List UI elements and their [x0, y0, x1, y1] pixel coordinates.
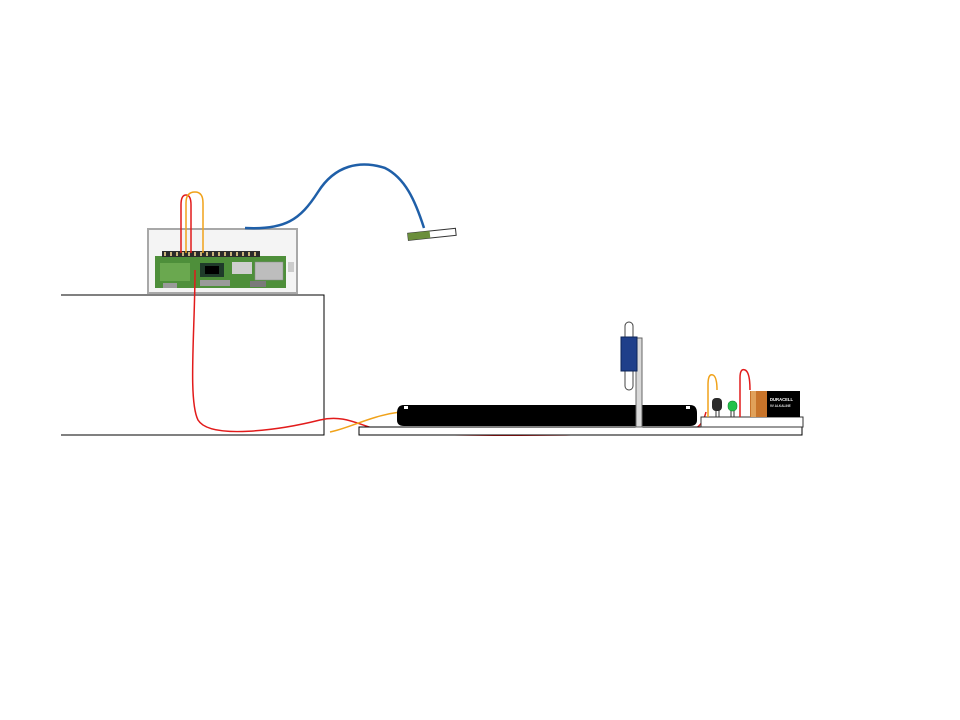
blue-cable [245, 165, 424, 229]
battery-brand-text: DURACELL [770, 397, 793, 402]
breadboard [701, 417, 803, 427]
black-tube [397, 405, 697, 426]
green-led [728, 401, 737, 417]
nine-volt-battery: DURACELL 9V ALKALINE [750, 391, 800, 417]
raspberry-pi-module [148, 229, 297, 293]
battery-small-text: 9V ALKALINE [770, 404, 791, 408]
red-wire-breadboard [740, 370, 750, 417]
sensor-strip [408, 228, 456, 240]
desk-block-left-cover [56, 294, 61, 436]
blue-clamp [621, 337, 637, 371]
base-plate [359, 427, 802, 435]
transistor [712, 398, 722, 417]
